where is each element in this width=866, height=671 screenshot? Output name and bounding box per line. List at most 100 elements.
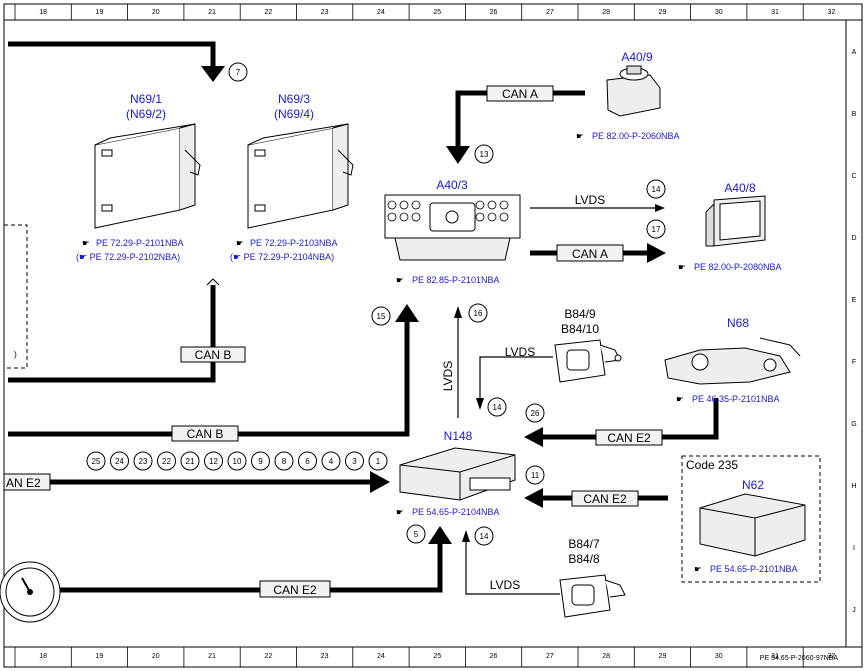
wire-can-a-top [455, 90, 585, 150]
grid-row-label: D [851, 235, 856, 242]
wire-can-b-left [8, 285, 216, 383]
pin-circle [274, 451, 294, 471]
grid-column-label: 26 [490, 9, 498, 16]
page-ref-n69-3: PE 72.29-P-2103NBA [250, 238, 338, 248]
page-ref-n62: PE 54.65-P-2101NBA [710, 564, 798, 574]
grid-column-label: 27 [546, 9, 554, 16]
svg-text:B84/9: B84/9 [564, 307, 596, 321]
svg-text:AN E2: AN E2 [6, 476, 41, 490]
grid-column-label: 31 [771, 9, 779, 16]
pin-number: 3 [352, 457, 357, 466]
svg-text:CAN E2: CAN E2 [273, 583, 317, 597]
grid-row-label: C [851, 173, 856, 180]
grid-column-label: 21 [208, 653, 216, 660]
page-ref-n69-1: PE 72.29-P-2101NBA [96, 238, 184, 248]
callout-circle [228, 62, 248, 82]
grid-column-label: 21 [208, 9, 216, 16]
page-ref-a40-3: PE 82.85-P-2101NBA [412, 275, 500, 285]
n62-module: Code 235 N62 ☛ PE 54.65-P-2101NBA [686, 458, 806, 574]
grid-row-label: I [853, 545, 855, 552]
grid-column-label: 18 [39, 653, 47, 660]
pin-number: 24 [115, 457, 124, 466]
bus-label-can-e2-left: AN E2 [3, 473, 51, 491]
lvds-label-vertical: LVDS [441, 361, 455, 391]
bus-label-can-b-left: CAN B [180, 346, 246, 363]
callout-number: 11 [531, 471, 540, 480]
code-235-label: Code 235 [686, 458, 738, 472]
pin-number: 8 [282, 457, 287, 466]
pin-circle [298, 451, 317, 471]
grid-row-label: F [852, 359, 856, 366]
head-unit-button [487, 212, 497, 222]
grid-column-label: 29 [659, 653, 667, 660]
callout-circle [646, 219, 666, 239]
pin-circle [204, 451, 223, 471]
bus-label-can-e2-bottom: CAN E2 [259, 580, 331, 598]
svg-text:A40/3: A40/3 [436, 178, 468, 192]
callout-number: 7 [236, 68, 241, 77]
page-ref-a40-8: PE 82.00-P-2080NBA [694, 262, 782, 272]
bus-label-can-e2-n62: CAN E2 [571, 490, 639, 507]
svg-text:(N69/4): (N69/4) [274, 107, 314, 121]
pin-number: 4 [329, 457, 334, 466]
pin-circle [345, 451, 364, 471]
b84-9-camera: B84/9 B84/10 [554, 307, 622, 383]
callout-circle [468, 303, 488, 323]
pin-number: 1 [376, 457, 381, 466]
n68-steering: N68 ☛ PE 46.35-P-2101NBA [664, 316, 801, 404]
grid-column-label: 30 [715, 653, 723, 660]
callout-number: 16 [474, 309, 483, 318]
n148-module: N148 ☛ PE 54.65-P-2104NBA [396, 429, 516, 517]
head-unit-button [487, 200, 497, 210]
grid-row-label: E [852, 297, 857, 304]
svg-text:N148: N148 [444, 429, 473, 443]
grid-row-label: G [851, 421, 856, 428]
svg-text:A40/8: A40/8 [724, 181, 756, 195]
page-ref-n148: PE 54.65-P-2104NBA [412, 507, 500, 517]
page-ref-n69-2: (☛ PE 72.29-P-2102NBA) [76, 252, 180, 262]
callout-number: 14 [480, 532, 489, 541]
head-unit-button [387, 200, 397, 210]
a40-9-controller: A40/9 ☛ PE 82.00-P-2060NBA [576, 50, 680, 141]
code-235-box [681, 455, 821, 583]
wire-can-e2-bottom [60, 540, 443, 593]
grid-column-label: 30 [715, 9, 723, 16]
grid-column-label: 24 [377, 653, 385, 660]
svg-text:N69/3: N69/3 [278, 92, 310, 106]
svg-text:☛: ☛ [396, 507, 404, 517]
svg-text:N68: N68 [727, 316, 749, 330]
wire-lvds-b84-7 [465, 540, 560, 595]
callout-number: 14 [652, 185, 661, 194]
lvds-label-a40-8: LVDS [575, 193, 605, 207]
svg-text:(N69/2): (N69/2) [126, 107, 166, 121]
pin-circle [321, 451, 341, 471]
grid-column-label: 22 [264, 653, 272, 660]
grid-column-label: 31 [771, 653, 779, 660]
svg-text:☛: ☛ [676, 394, 684, 404]
grid-column-label: 25 [433, 9, 441, 16]
bus-label-can-a-top: CAN A [486, 85, 554, 102]
grid-column-label: 23 [321, 9, 329, 16]
callout-circle [525, 465, 545, 485]
svg-text:): ) [14, 349, 17, 359]
svg-text:CAN B: CAN B [187, 427, 224, 441]
svg-text:☛: ☛ [678, 262, 686, 272]
grid-row-label: J [852, 607, 856, 614]
svg-text:CAN E2: CAN E2 [583, 492, 627, 506]
grid-column-label: 20 [152, 9, 160, 16]
lvds-label-b84-9: LVDS [505, 345, 535, 359]
callout-circle [646, 179, 666, 199]
footer-reference: PE 54.65-P-2060-97NBA [760, 655, 839, 662]
grid-column-label: 29 [659, 9, 667, 16]
svg-text:A40/9: A40/9 [621, 50, 653, 64]
svg-text:CAN A: CAN A [572, 247, 608, 261]
grid-column-label: 28 [602, 653, 610, 660]
svg-text:CAN A: CAN A [502, 87, 538, 101]
svg-text:CAN E2: CAN E2 [607, 431, 651, 445]
svg-text:☛: ☛ [576, 131, 584, 141]
head-unit-button [499, 212, 509, 222]
pin-circle [133, 451, 153, 471]
